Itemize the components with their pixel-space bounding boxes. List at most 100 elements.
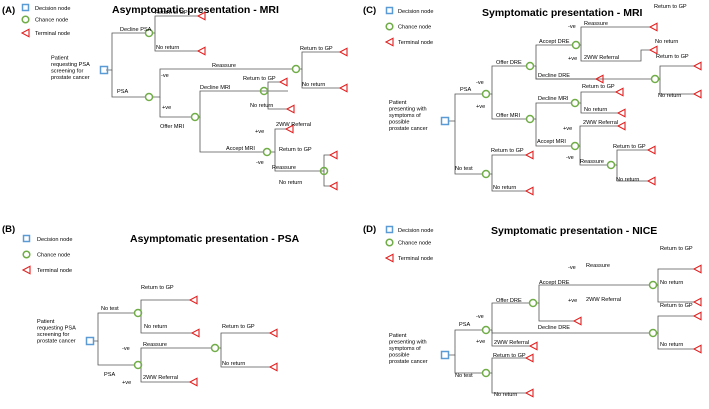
edge-label: Return to GP [300,46,333,52]
terminal-node [524,186,534,196]
terminal-node [692,264,702,274]
chance-node [525,61,535,71]
edge-label: -ve [568,265,576,271]
edge-label: +ve [255,129,264,135]
edge [94,312,135,342]
edge [323,154,330,171]
legend-decision-icon [22,234,31,243]
terminal-node [196,11,206,21]
terminal-node [188,295,198,305]
edge-label: Accept MRI [537,139,566,145]
chance-node [648,328,658,338]
edge [533,44,573,67]
terminal-node [648,22,658,32]
patient-text-line: symptoms of [389,346,421,352]
edge-label: Return to GP [654,4,687,10]
edge-label: Reassure [580,159,604,165]
edge-label: Decline DRE [538,73,570,79]
terminal-node [268,328,278,338]
edge-label: No return [493,185,516,191]
edge-label: Offer DRE [496,298,522,304]
legend-decision-icon [385,6,394,15]
edge [489,154,526,175]
edge-label: Return to GP [279,147,312,153]
edge-label: -ve [161,73,169,79]
edge-label: 2WW Referral [143,375,178,381]
edge [616,165,648,182]
edge-label: +ve [476,104,485,110]
legend-decision-icon [385,225,394,234]
patient-text-line: requesting PSA [37,326,76,332]
terminal-node [692,89,702,99]
patient-text-line: prostate cancer [389,359,428,365]
edge-label: No return [156,45,179,51]
edge-label: Return to GP [222,324,255,330]
edge [658,65,694,80]
edge [491,330,650,334]
panel-a-title: Asymptomatic presentation - MRI [112,4,279,16]
chance-node [481,169,491,179]
terminal-node [692,344,702,354]
edge [659,79,694,95]
edge-label: PSA [459,322,470,328]
edge-label: Reassure [212,63,236,69]
terminal-node [196,46,206,56]
edge-label: No test [101,306,119,312]
chance-node [606,160,616,170]
edge [140,365,190,383]
terminal-node [190,328,200,338]
edge-label: No return [144,324,167,330]
edge [152,15,198,34]
edge-label: Reassure [143,342,167,348]
edge [657,333,694,350]
edge [489,357,526,374]
edge-label: 2WW Referral [583,120,618,126]
edge [220,348,270,368]
legend-chance-label: Chance node [398,25,431,31]
edge-label: Offer MRI [496,113,521,119]
terminal-node [646,145,656,155]
edge [533,102,572,120]
patient-text-line: presenting with [389,340,427,346]
legend-decision-icon [21,3,30,12]
edge [536,284,650,304]
edge-label: +ve [568,298,577,304]
legend-chance-icon [21,15,30,24]
edge [140,299,190,313]
legend-decision-label: Decision node [398,9,433,15]
chance-node [262,147,272,157]
edge [579,26,650,46]
edge-label: Accept DRE [539,280,570,286]
terminal-node [278,77,288,87]
panel-b: (B) Decision node Chance node Terminal n… [2,224,300,387]
legend-chance-label: Chance node [35,18,68,24]
edge-label: -ve [568,24,576,30]
patient-text-line: screening for [37,332,69,338]
chance-node [481,325,491,335]
edge-label: +ve [568,56,577,62]
terminal-node [692,311,702,321]
terminal-node [524,150,534,160]
edge-label: Return to GP [493,353,526,359]
edge [323,171,330,187]
chance-node [133,308,143,318]
terminal-node [524,388,534,398]
chance-node [190,112,200,122]
edge-label: Return to GP [243,76,276,82]
edge-label: Return to GP [491,148,524,154]
edge [580,103,618,114]
edge [218,332,270,349]
edge [580,45,650,62]
terminal-node [338,83,348,93]
edge [657,285,694,303]
edge-label: Reassure [584,21,608,27]
edge-label: Return to GP [613,144,646,150]
panel-a: (A) Decision node Chance node Terminal n… [2,3,348,191]
edge-label: Return to GP [656,54,689,60]
panel-d: (D) Decision node Chance node Terminal n… [363,224,702,398]
terminal-node [338,47,348,57]
chance-node [144,28,154,38]
chance-node [133,360,143,370]
